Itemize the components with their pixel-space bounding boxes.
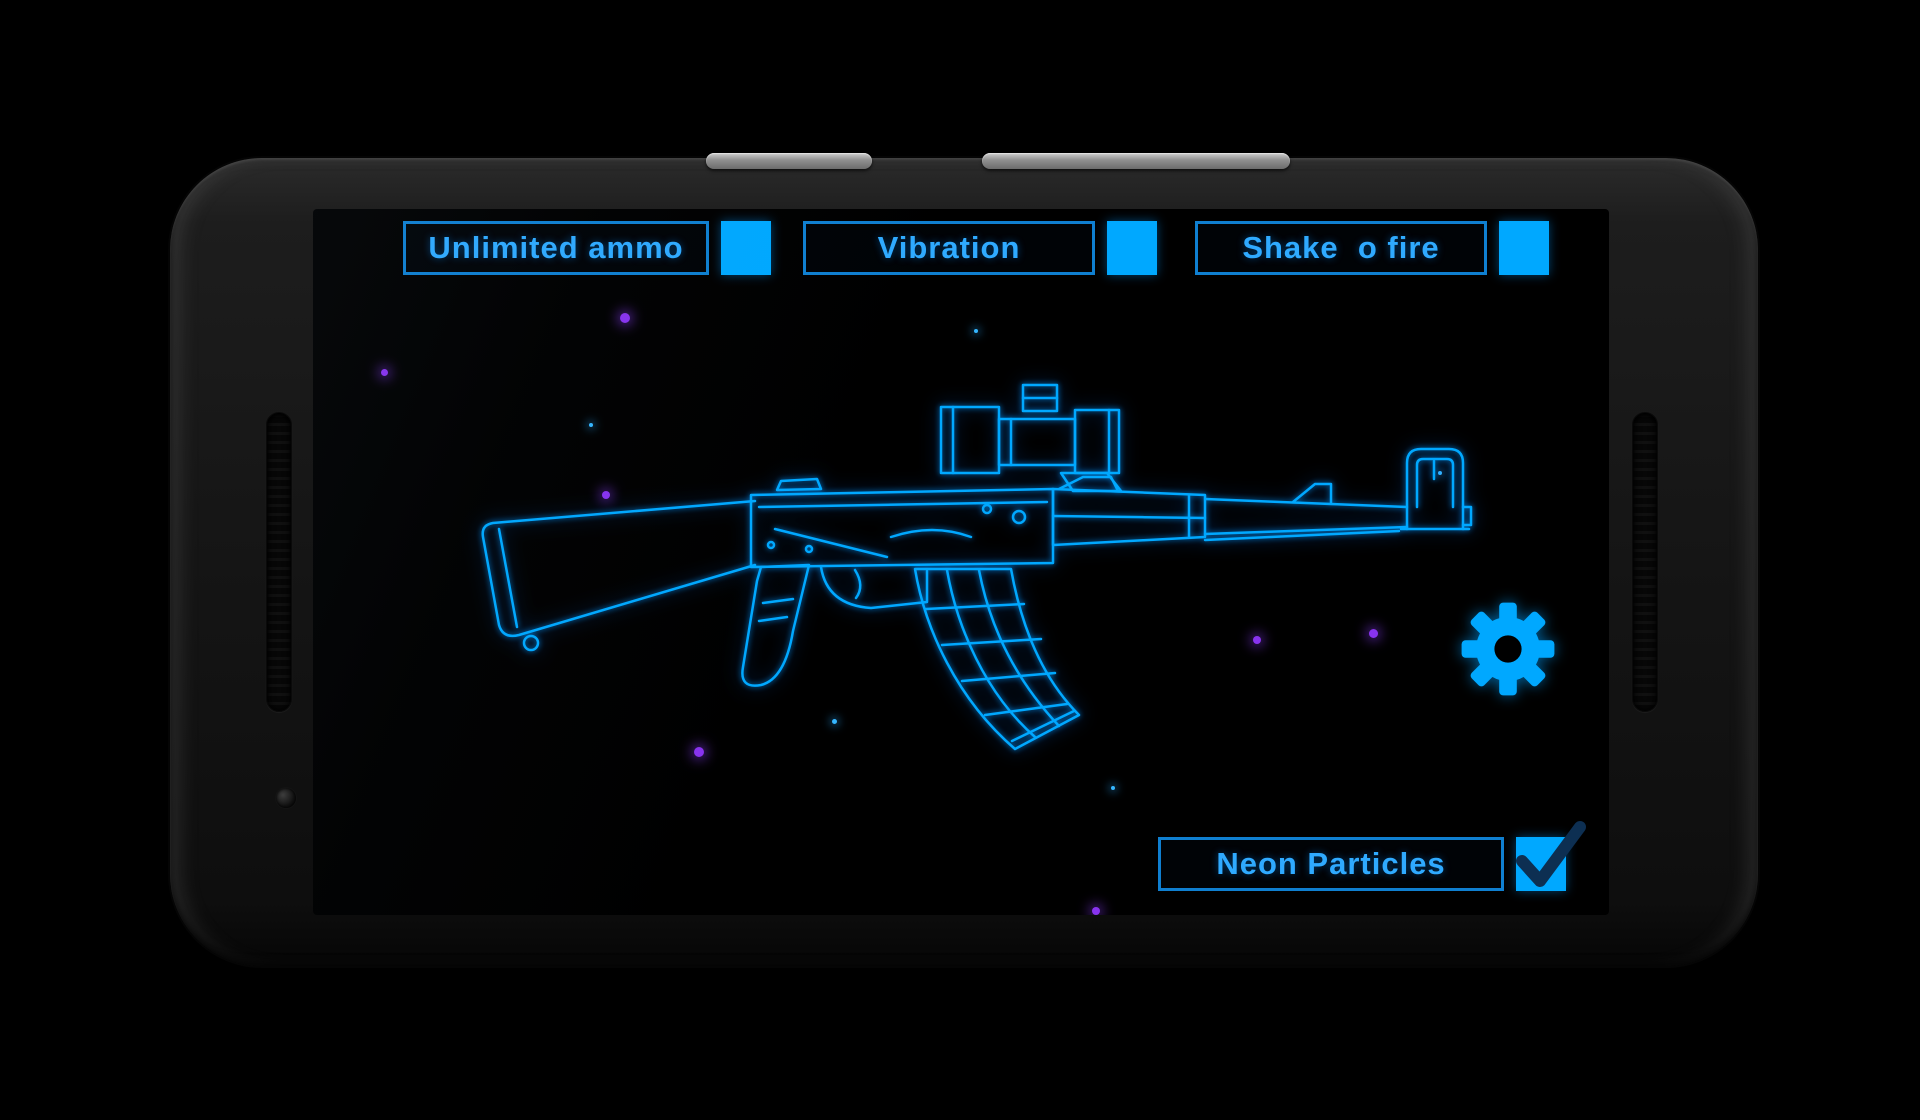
particle [1369,629,1378,638]
particle-layer [313,209,1609,915]
volume-button [706,153,872,169]
toggle-vibration: Vibration [803,221,1157,275]
gear-icon [1461,602,1555,696]
vibration-checkbox[interactable] [1107,221,1157,275]
particle [832,719,837,724]
unlimited-ammo-label[interactable]: Unlimited ammo [403,221,709,275]
particle [1092,907,1100,915]
speaker-grille-right [1632,412,1658,712]
particle [602,491,610,499]
particle [974,329,978,333]
app-screen: Unlimited ammo Vibration [313,209,1609,915]
neon-particles-label[interactable]: Neon Particles [1158,837,1504,891]
power-button [982,153,1290,169]
toggle-label-text: Neon Particles [1216,846,1446,881]
phone-frame: Unlimited ammo Vibration [170,153,1758,966]
particle [620,313,630,323]
toggle-label-text: Shake o fire [1242,230,1440,265]
speaker-grille-left [266,412,292,712]
shake-to-fire-label[interactable]: Shake o fire [1195,221,1487,275]
particle [694,747,704,757]
unlimited-ammo-checkbox[interactable] [721,221,771,275]
particle [1111,786,1115,790]
toggle-unlimited-ammo: Unlimited ammo [403,221,771,275]
toggle-label-text: Unlimited ammo [428,230,684,265]
particle [1438,471,1442,475]
vibration-label[interactable]: Vibration [803,221,1095,275]
toggle-label-text: Vibration [877,230,1021,265]
toggle-shake-to-fire: Shake o fire [1195,221,1549,275]
particle [1253,636,1261,644]
particle [381,369,388,376]
toggle-neon-particles: Neon Particles [1158,821,1586,891]
camera-dot [276,788,296,808]
weapon-ak47-outline[interactable] [463,377,1473,777]
neon-particles-checkbox[interactable] [1516,821,1586,891]
shake-to-fire-checkbox[interactable] [1499,221,1549,275]
settings-gear-icon[interactable] [1460,601,1556,697]
checkmark-icon [1516,821,1586,887]
particle [589,423,593,427]
